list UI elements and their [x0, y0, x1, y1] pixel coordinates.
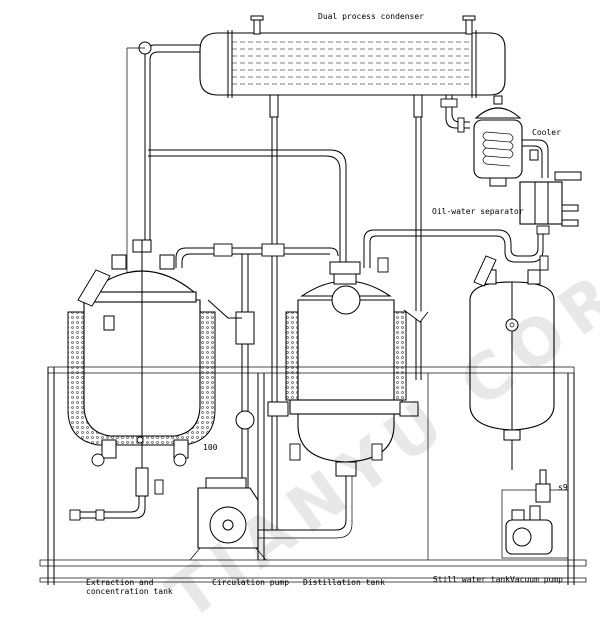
distillation-tank: [267, 257, 429, 477]
cooler: [473, 95, 539, 187]
process-flow-diagram: TIANYU CORE Dual process condenser Coole…: [39, 12, 600, 635]
extraction-tank-label: Extraction and concentration tank: [86, 578, 173, 596]
dual-process-condenser-label: Dual process condenser: [318, 12, 424, 21]
still-water-tank-label: Still water tank: [433, 575, 511, 584]
extraction-tank-outlet: [69, 453, 187, 521]
dual-process-condenser: [199, 15, 506, 98]
cooler-label: Cooler: [532, 128, 561, 137]
cooler-inlet: [440, 95, 470, 133]
still-water-tank: [469, 255, 555, 441]
circulation-pump: [189, 477, 267, 561]
extraction-tank: [67, 239, 216, 468]
vacuum-pump: [501, 469, 569, 559]
oil-water-separator: [519, 171, 582, 235]
condensate-pipes: [269, 94, 423, 530]
vacuum-pump-label: Vacuum pump: [510, 575, 563, 584]
vapour-pipe: [126, 41, 200, 290]
tag-s9: s9: [558, 483, 568, 492]
distillation-tank-label: Distillation tank: [303, 578, 385, 587]
extraction-tank-label-line2: concentration tank: [86, 587, 173, 597]
circulation-pump-label: Circulation pump: [212, 578, 290, 587]
oil-water-separator-label: Oil-water separator: [432, 207, 524, 216]
tag-100: 100: [203, 443, 218, 452]
extraction-tank-label-line1: Extraction and: [86, 578, 154, 587]
